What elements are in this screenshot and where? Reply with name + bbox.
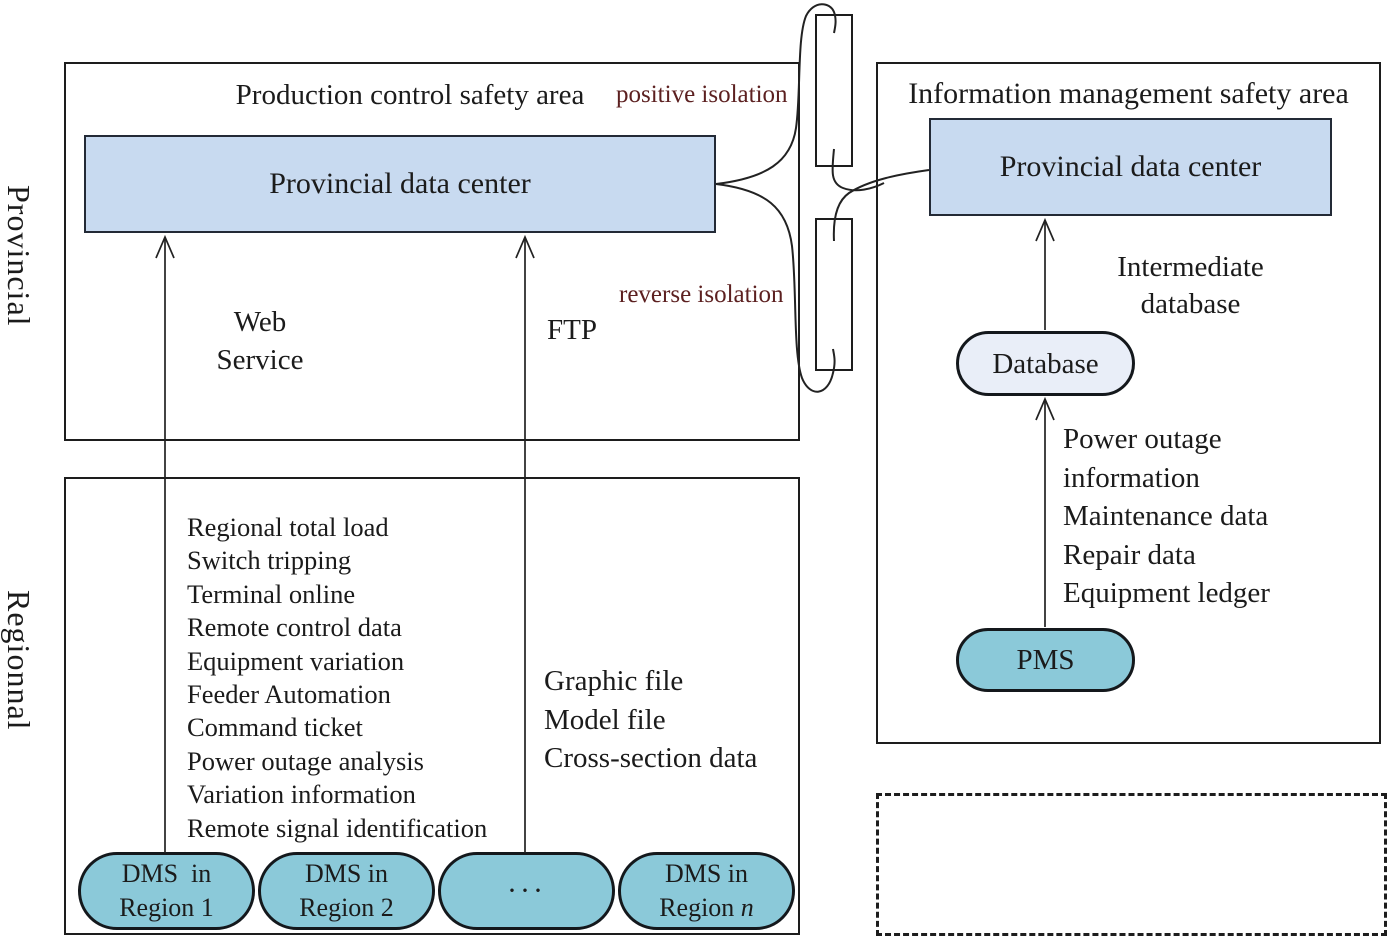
provincial-side-label: Provincial bbox=[1, 185, 37, 327]
intermediate-line1: Intermediate bbox=[1117, 251, 1264, 283]
web-service-label: Web Service bbox=[185, 303, 335, 379]
empty-dashed-box bbox=[876, 793, 1387, 936]
list-line: Equipment ledger bbox=[1063, 577, 1270, 610]
list-line: Remote signal identification bbox=[187, 812, 488, 843]
provincial-data-center-left: Provincial data center bbox=[84, 135, 716, 233]
provincial-data-center-right-label: Provincial data center bbox=[999, 150, 1262, 183]
dms-ellipsis-label: ··· bbox=[507, 874, 546, 907]
database-node: Database bbox=[956, 331, 1135, 396]
intermediate-line2: database bbox=[1140, 288, 1241, 320]
web-service-line1: Web bbox=[233, 306, 287, 338]
web-service-data-list: Regional total load Switch tripping Term… bbox=[187, 511, 487, 845]
list-line: Regional total load bbox=[187, 512, 389, 542]
positive-isolation-device bbox=[815, 14, 853, 167]
list-line: Feeder Automation bbox=[187, 679, 391, 710]
ftp-label: FTP bbox=[547, 314, 597, 346]
list-line: Command ticket bbox=[187, 712, 363, 743]
dms-region-n-line2: Region n bbox=[659, 893, 754, 922]
dms-region-n-line1: DMS in bbox=[664, 859, 749, 888]
production-control-area-box bbox=[64, 62, 800, 441]
regional-side-label: Regionnal bbox=[1, 590, 37, 731]
list-line: Model file bbox=[544, 703, 666, 736]
list-line: Power outage bbox=[1063, 423, 1222, 455]
list-line: information bbox=[1063, 461, 1200, 494]
ftp-data-list: Graphic file Model file Cross-section da… bbox=[544, 662, 757, 778]
list-line: Remote control data bbox=[187, 612, 402, 643]
list-line: Power outage analysis bbox=[187, 745, 424, 776]
dms-region-1-node: DMS in Region 1 bbox=[78, 852, 255, 930]
pms-data-list: Power outage information Maintenance dat… bbox=[1063, 420, 1270, 613]
list-line: Terminal online bbox=[187, 578, 356, 609]
pms-node: PMS bbox=[956, 628, 1135, 692]
database-node-label: Database bbox=[992, 347, 1099, 380]
intermediate-database-label: Intermediate database bbox=[1098, 249, 1283, 323]
provincial-data-center-left-label: Provincial data center bbox=[269, 167, 531, 200]
reverse-isolation-label: reverse isolation bbox=[619, 281, 784, 308]
information-area-title: Information management safety area bbox=[908, 77, 1349, 110]
list-line: Maintenance data bbox=[1063, 500, 1269, 533]
dms-region-2-node: DMS in Region 2 bbox=[258, 852, 435, 930]
dms-region-2-line2: Region 2 bbox=[299, 893, 394, 922]
positive-isolation-label: positive isolation bbox=[616, 81, 788, 108]
list-line: Repair data bbox=[1063, 538, 1196, 571]
list-line: Graphic file bbox=[544, 665, 684, 697]
pms-node-label: PMS bbox=[1016, 644, 1075, 676]
dms-region-2-line1: DMS in bbox=[304, 859, 389, 888]
dms-ellipsis-node: ··· bbox=[438, 852, 615, 930]
list-line: Variation information bbox=[187, 779, 416, 810]
provincial-data-center-right: Provincial data center bbox=[929, 118, 1332, 216]
list-line: Equipment variation bbox=[187, 645, 405, 676]
information-management-area-box bbox=[876, 62, 1381, 744]
dms-region-n-node: DMS in Region n bbox=[618, 852, 795, 930]
list-line: Cross-section data bbox=[544, 742, 758, 775]
region-n-variable: n bbox=[740, 893, 754, 922]
dms-region-1-line2: Region 1 bbox=[119, 893, 214, 922]
dms-region-1-line1: DMS in bbox=[121, 859, 212, 888]
regional-area-box bbox=[64, 477, 800, 935]
reverse-isolation-device bbox=[815, 218, 853, 371]
list-line: Switch tripping bbox=[187, 545, 352, 576]
production-area-title: Production control safety area bbox=[235, 79, 585, 111]
web-service-line2: Service bbox=[216, 344, 304, 376]
